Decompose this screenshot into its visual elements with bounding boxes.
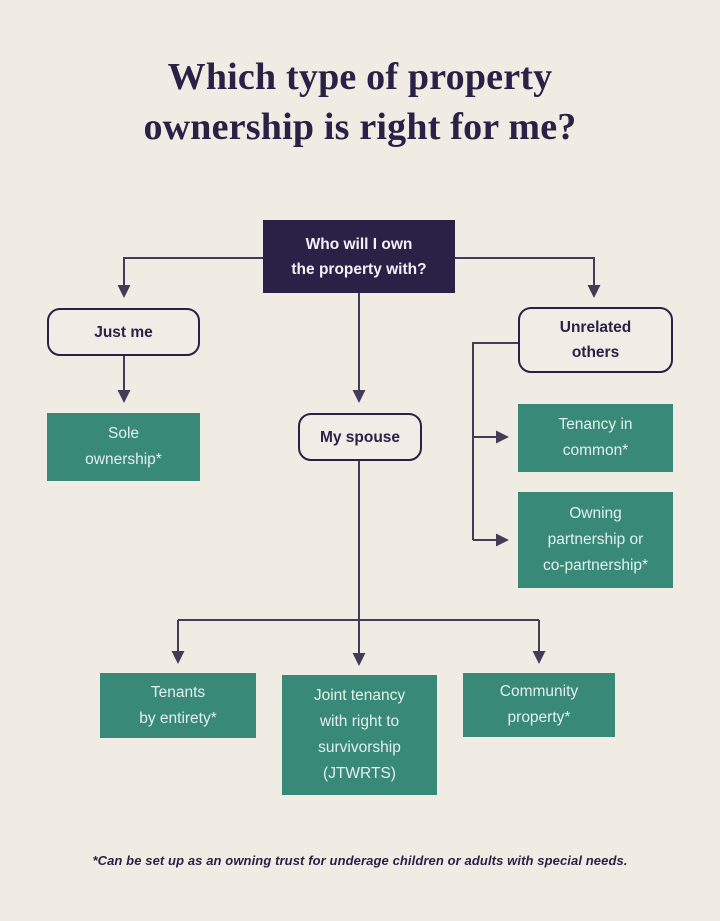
outcome-tenancy-in-common-box: Tenancy in common*: [518, 404, 673, 472]
outcome-owning-partnership-box: Owning partnership or co-partnership*: [518, 492, 673, 588]
option-just-me-box: Just me: [47, 308, 200, 356]
footnote: *Can be set up as an owning trust for un…: [92, 853, 628, 868]
option-just-me-label: Just me: [94, 323, 153, 341]
outcome-community-property-box: Community property*: [463, 673, 615, 737]
option-unrelated-others-box: Unrelated others: [518, 307, 673, 373]
option-unrelated-others-label: Unrelated others: [559, 319, 632, 361]
connector-decision-to-unrelated-others: [455, 257, 601, 298]
outcome-joint-tenancy-label: Joint tenancy with right to survivorship…: [313, 687, 406, 782]
outcome-tenants-by-entirety-label: Tenants by entirety*: [139, 683, 217, 727]
page-title: Which type of property ownership is righ…: [143, 56, 577, 149]
outcome-sole-ownership-label: Sole ownership*: [85, 425, 162, 468]
outcome-tenants-by-entirety-box: Tenants by entirety*: [100, 673, 256, 738]
decision-label: Who will I own the property with?: [291, 235, 427, 278]
outcome-tenancy-in-common-label: Tenancy in common*: [558, 416, 633, 459]
connector-decision-to-just-me: [117, 257, 263, 298]
decision-who-will-i-own-box: Who will I own the property with?: [263, 220, 455, 293]
option-my-spouse-label: My spouse: [319, 428, 401, 446]
connector-unrelated-bracket-spine: [472, 342, 518, 540]
outcome-sole-ownership-box: Sole ownership*: [47, 413, 200, 481]
outcome-owning-partnership-label: Owning partnership or co-partnership*: [542, 505, 649, 574]
outcome-community-property-label: Community property*: [499, 683, 579, 726]
option-my-spouse-box: My spouse: [298, 413, 422, 461]
outcome-joint-tenancy-box: Joint tenancy with right to survivorship…: [282, 675, 437, 795]
